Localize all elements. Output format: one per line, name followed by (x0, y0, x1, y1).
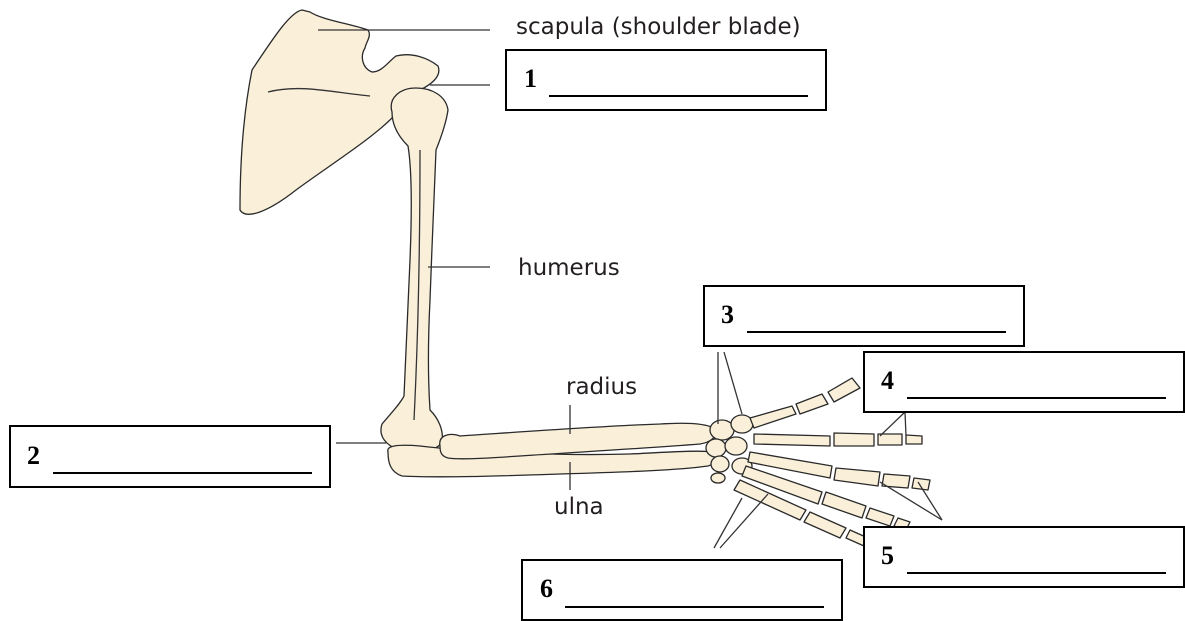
answer-box-5: 5 (863, 526, 1185, 588)
answer-blank-6[interactable] (565, 606, 824, 608)
answer-number-5: 5 (881, 541, 894, 571)
radius-label: radius (566, 374, 637, 400)
index-finger-bones (754, 433, 922, 446)
answer-box-6: 6 (521, 559, 843, 621)
answer-number-1: 1 (524, 64, 537, 94)
answer-number-4: 4 (881, 366, 894, 396)
answer-blank-4[interactable] (907, 397, 1166, 399)
answer-number-2: 2 (27, 440, 40, 470)
answer-blank-1[interactable] (549, 95, 808, 97)
answer-box-1: 1 (505, 49, 827, 111)
answer-blank-5[interactable] (907, 572, 1166, 574)
answer-blank-3[interactable] (747, 331, 1006, 333)
answer-box-4: 4 (863, 351, 1185, 413)
thumb-bones (750, 378, 860, 428)
humerus-label: humerus (518, 255, 620, 281)
answer-box-2: 2 (9, 425, 331, 488)
ulna-label: ulna (554, 494, 604, 520)
scapula-label: scapula (shoulder blade) (516, 14, 801, 40)
answer-number-3: 3 (721, 300, 734, 330)
answer-number-6: 6 (540, 574, 553, 604)
answer-box-3: 3 (703, 285, 1025, 347)
answer-blank-2[interactable] (53, 472, 312, 474)
